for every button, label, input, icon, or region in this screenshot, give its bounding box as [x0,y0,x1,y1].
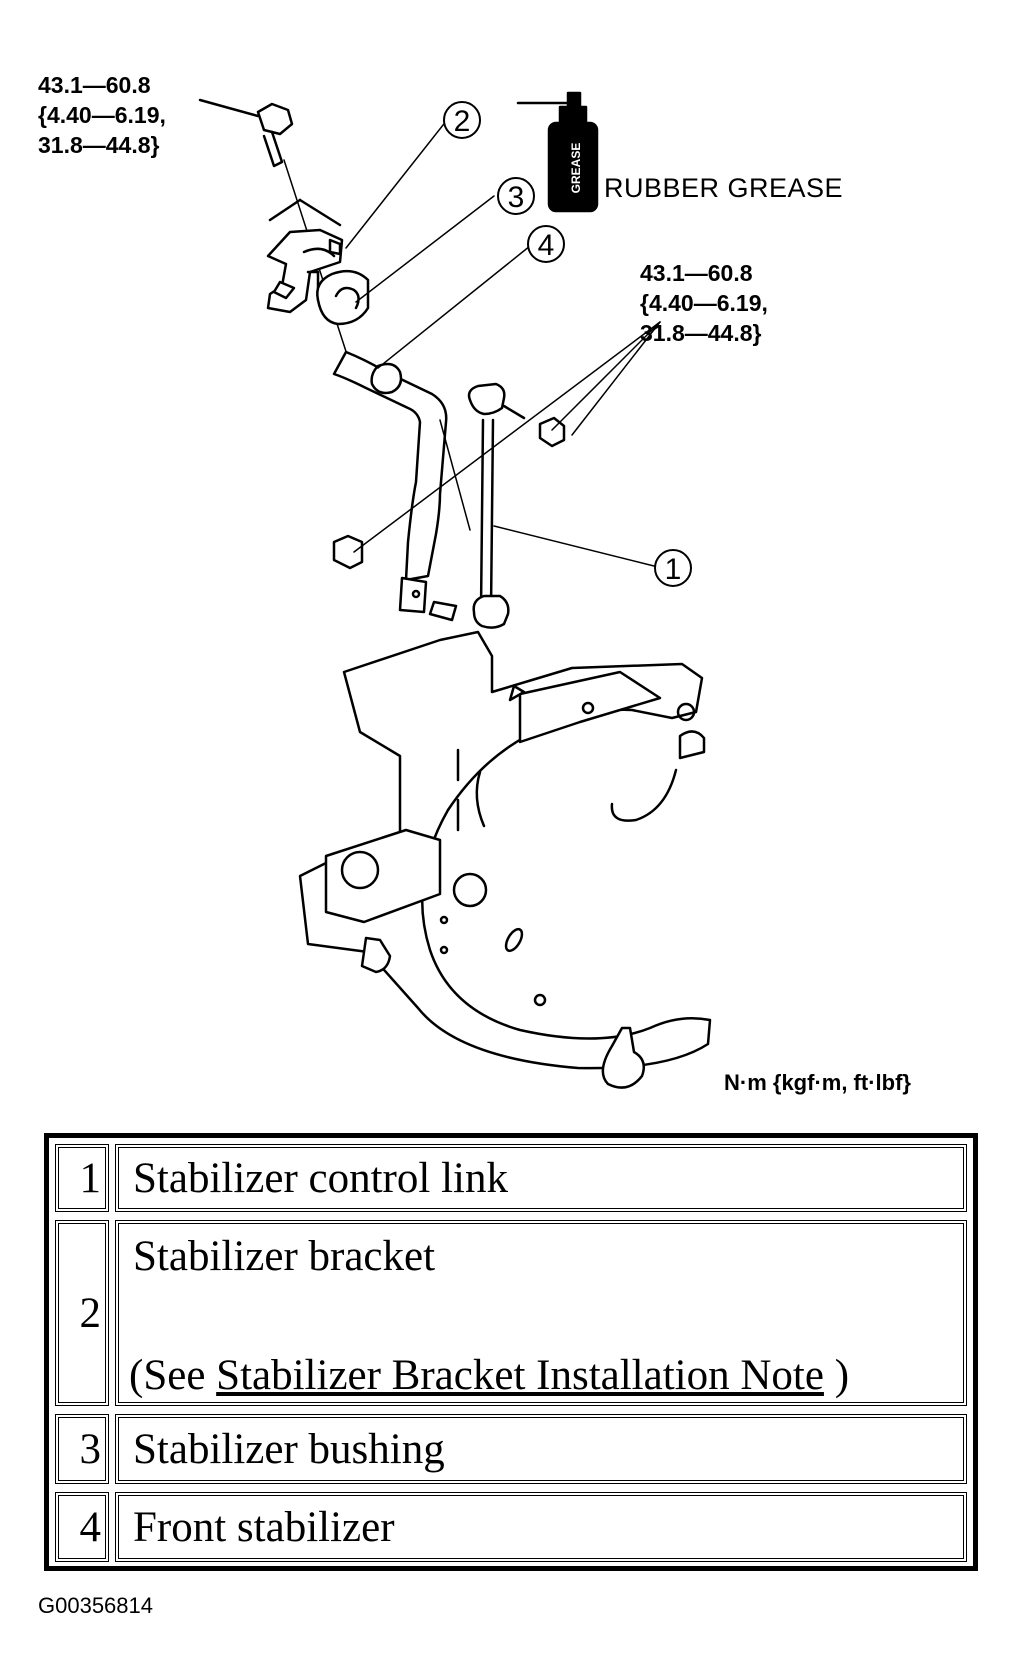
legend-note-suffix: ) [823,1352,850,1399]
legend-row-4: 4 Front stabilizer [55,1492,967,1562]
front-stabilizer-bar [332,350,448,614]
legend-number: 2 [55,1220,109,1406]
callout-4: 4 [527,225,565,263]
callout-3: 3 [497,177,535,215]
torque-units-label: N·m {kgf·m, ft·lbf} [724,1070,911,1095]
callout-2: 2 [443,101,481,139]
parts-legend-table: 1 Stabilizer control link 2 Stabilizer b… [44,1133,978,1571]
callout-4-number: 4 [538,229,555,262]
grease-can-icon: GREASE [516,91,599,213]
torque-spec-link-nuts: 43.1—60.8 {4.40—6.19, 31.8—44.8} [640,260,768,346]
lower-control-arm [298,630,712,1089]
legend-number: 1 [55,1144,109,1212]
legend-description: Front stabilizer [115,1492,967,1562]
legend-description-text: Stabilizer bracket [133,1233,436,1280]
legend-description: Stabilizer bushing [115,1414,967,1484]
legend-description: Stabilizer bracket (See Stabilizer Brack… [115,1220,967,1406]
legend-row-3: 3 Stabilizer bushing [55,1414,967,1484]
legend-row-2: 2 Stabilizer bracket (See Stabilizer Bra… [55,1220,967,1406]
legend-description: Stabilizer control link [115,1144,967,1212]
legend-number: 4 [55,1492,109,1562]
bracket-installation-note-link[interactable]: Stabilizer Bracket Installation Note [216,1352,824,1399]
torque-spec-bracket-bolt: 43.1—60.8 {4.40—6.19, 31.8—44.8} [38,72,166,158]
callout-3-number: 3 [508,181,525,214]
legend-number: 3 [55,1414,109,1484]
stabilizer-exploded-view: GREASE [198,91,712,1089]
grease-can-text: GREASE [569,143,583,194]
link-nut-lower [332,534,364,570]
figure-id: G00356814 [38,1593,153,1618]
callout-1-number: 1 [665,553,682,586]
callout-1: 1 [654,549,692,587]
stabilizer-bracket [266,198,344,314]
callout-2-number: 2 [454,105,471,138]
legend-row-1: 1 Stabilizer control link [55,1144,967,1212]
legend-note: (See Stabilizer Bracket Installation Not… [129,1351,849,1400]
stabilizer-bushing [316,269,370,326]
legend-note-prefix: (See [129,1352,217,1399]
rubber-grease-label: RUBBER GREASE [604,173,844,203]
stabilizer-control-link [428,382,526,629]
